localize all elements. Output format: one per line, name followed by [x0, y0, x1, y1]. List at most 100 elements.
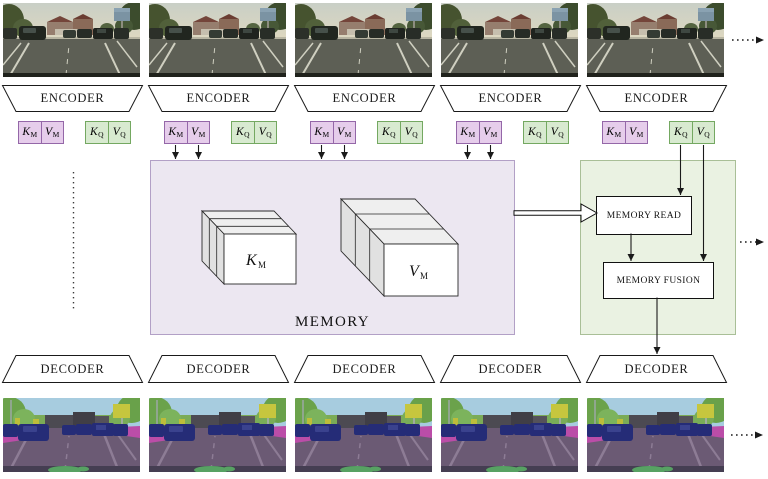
- street-scene-graphic: [441, 3, 578, 77]
- segmentation-frame-4: [441, 398, 578, 472]
- video-frame-4: [441, 3, 578, 77]
- value-symbol: V: [483, 126, 491, 138]
- decoder-trapezoid: [439, 355, 582, 383]
- value-memory-cube-label: V: [409, 263, 421, 280]
- key-subscript: Q: [98, 130, 104, 139]
- decoder-trapezoid: [585, 355, 728, 383]
- encoder-block-1: ENCODER: [1, 85, 144, 112]
- value-subscript: Q: [266, 130, 272, 139]
- pipeline-column-1: ENCODER KM VM KQ VQ DECODER: [1, 0, 144, 479]
- encoder-label: ENCODER: [40, 91, 105, 105]
- value-subscript: Q: [120, 130, 126, 139]
- key-subscript: M: [176, 130, 184, 139]
- key-subscript: Q: [390, 130, 396, 139]
- encoder-trapezoid: [1, 85, 144, 112]
- pipeline-column-3: ENCODER KM VM KQ VQ DECODER: [293, 0, 436, 479]
- encoder-label: ENCODER: [186, 91, 251, 105]
- decoder-trapezoid: [147, 355, 290, 383]
- value-subscript: Q: [558, 130, 564, 139]
- street-scene-graphic: [587, 3, 724, 77]
- key-symbol: K: [673, 126, 682, 138]
- value-subscript: M: [52, 130, 60, 139]
- key-symbol: K: [22, 126, 30, 138]
- key-symbol: K: [460, 126, 468, 138]
- memory-kv-chip-4: KM VM: [456, 121, 502, 144]
- pipeline-column-5: ENCODER K M VM KQ V Q DECODER: [585, 0, 728, 479]
- segmentation-frame-3: [295, 398, 432, 472]
- value-symbol: V: [191, 126, 199, 138]
- value-symbol: V: [404, 126, 412, 138]
- value-memory-cell: VM: [625, 121, 648, 144]
- value-query-cell: VQ: [546, 121, 569, 144]
- encoder-trapezoid: [147, 85, 290, 112]
- memory-kv-chip-3: KM VM: [310, 121, 356, 144]
- query-kv-chip-3: KQ VQ: [377, 121, 423, 144]
- memory-tensors-graphic: K M V M: [200, 197, 460, 298]
- memory-kv-chip-1: KM VM: [18, 121, 64, 144]
- pipeline-column-4: ENCODER KM VM KQ VQ DECODER: [439, 0, 582, 479]
- query-kv-chip-1: KQ VQ: [85, 121, 131, 144]
- decoder-label: DECODER: [186, 361, 251, 376]
- key-query-cell: KQ: [377, 121, 401, 144]
- memory-fusion-box: MEMORY FUSION: [603, 262, 714, 299]
- encoder-label: ENCODER: [332, 91, 397, 105]
- value-query-cell: VQ: [254, 121, 277, 144]
- memory-kv-chip-5: K M VM: [602, 121, 648, 144]
- encoder-trapezoid: [439, 85, 582, 112]
- encoder-trapezoid: [293, 85, 436, 112]
- segmentation-graphic: [295, 398, 432, 472]
- segmentation-graphic: [3, 398, 140, 472]
- video-frame-5: [587, 3, 724, 77]
- encoder-block-3: ENCODER: [293, 85, 436, 112]
- encoder-block-4: ENCODER: [439, 85, 582, 112]
- decoder-block-2: DECODER: [147, 355, 290, 383]
- key-memory-cell: KM: [18, 121, 42, 144]
- decoder-label: DECODER: [624, 361, 689, 376]
- key-symbol: K: [606, 126, 614, 138]
- decoder-label: DECODER: [478, 361, 543, 376]
- key-memory-cell: KM: [310, 121, 334, 144]
- decoder-block-1: DECODER: [1, 355, 144, 383]
- query-kv-chip-5: KQ VQ: [669, 121, 715, 144]
- encoder-trapezoid: [585, 85, 728, 112]
- value-subscript: M: [490, 130, 498, 139]
- key-symbol: K: [381, 126, 390, 138]
- value-subscript: M: [198, 130, 206, 139]
- decoder-block-3: DECODER: [293, 355, 436, 383]
- value-subscript: Q: [704, 130, 710, 139]
- value-symbol: V: [550, 126, 558, 138]
- segmentation-frame-2: [149, 398, 286, 472]
- street-scene-graphic: [149, 3, 286, 77]
- key-subscript: Q: [244, 130, 250, 139]
- value-memory-cube: V M: [339, 197, 460, 298]
- segmentation-frame-5: [587, 398, 724, 472]
- key-memory-cell: KM: [456, 121, 480, 144]
- key-symbol: K: [235, 126, 244, 138]
- value-symbol: V: [337, 126, 345, 138]
- street-scene-graphic: [3, 3, 140, 77]
- memory-kv-chip-2: KM VM: [164, 121, 210, 144]
- key-symbol: K: [314, 126, 322, 138]
- key-query-cell: KQ: [231, 121, 255, 144]
- key-query-cell: KQ: [523, 121, 547, 144]
- segmentation-graphic: [149, 398, 286, 472]
- query-processing-panel: [580, 160, 736, 335]
- value-symbol: V: [112, 126, 120, 138]
- decoder-trapezoid: [1, 355, 144, 383]
- key-subscript: M: [468, 130, 476, 139]
- key-query-cell: KQ: [85, 121, 109, 144]
- value-memory-cube-sub: M: [420, 271, 428, 281]
- encoder-block-5: ENCODER: [585, 85, 728, 112]
- segmentation-graphic: [441, 398, 578, 472]
- decoder-block-5: DECODER: [585, 355, 728, 383]
- key-memory-cube-label: K: [245, 252, 258, 269]
- value-subscript: M: [636, 130, 644, 139]
- segmentation-graphic: [587, 398, 724, 472]
- value-memory-cell: VM: [41, 121, 64, 144]
- value-symbol: V: [258, 126, 266, 138]
- key-query-cell: KQ: [669, 121, 693, 144]
- video-frame-1: [3, 3, 140, 77]
- key-subscript: M: [322, 130, 330, 139]
- value-symbol: V: [629, 126, 637, 138]
